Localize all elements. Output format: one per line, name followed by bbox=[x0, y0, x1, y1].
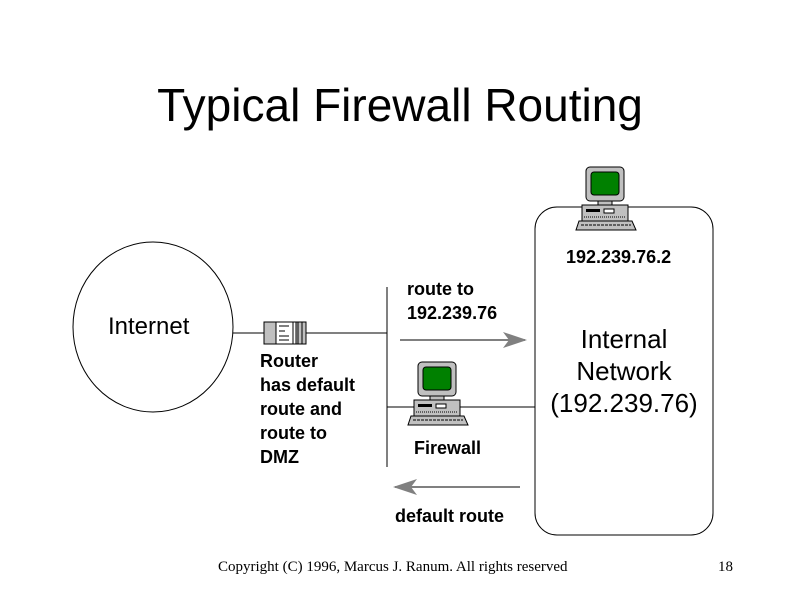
router-label: Router has default route and route to DM… bbox=[260, 349, 355, 469]
slide-title: Typical Firewall Routing bbox=[157, 79, 643, 131]
host-ip-label: 192.239.76.2 bbox=[566, 247, 672, 267]
router-label-line: route to bbox=[260, 423, 327, 443]
internal-network-line: (192.239.76) bbox=[550, 388, 698, 418]
route-to-line: route to bbox=[407, 279, 474, 299]
host-computer-icon bbox=[575, 166, 637, 231]
route-to-line: 192.239.76 bbox=[407, 303, 498, 323]
router-label-line: Router bbox=[260, 351, 318, 371]
default-route-label: default route bbox=[395, 506, 505, 526]
page-number: 18 bbox=[718, 559, 733, 575]
router-label-line: route and bbox=[260, 399, 343, 419]
internal-network-label: Internal Network (192.239.76) bbox=[535, 323, 713, 419]
internal-network-line: Network bbox=[576, 356, 672, 386]
copyright-footer: Copyright (C) 1996, Marcus J. Ranum. All… bbox=[218, 559, 568, 575]
firewall-computer-icon bbox=[407, 361, 469, 426]
router-label-line: has default bbox=[260, 375, 356, 395]
route-to-label: route to 192.239.76 bbox=[407, 277, 497, 325]
internal-network-line: Internal bbox=[580, 324, 668, 354]
internet-label: Internet bbox=[108, 313, 190, 340]
router-label-line: DMZ bbox=[260, 447, 299, 467]
router-icon bbox=[263, 321, 307, 345]
internet-cloud bbox=[72, 241, 234, 413]
firewall-label: Firewall bbox=[414, 438, 482, 458]
